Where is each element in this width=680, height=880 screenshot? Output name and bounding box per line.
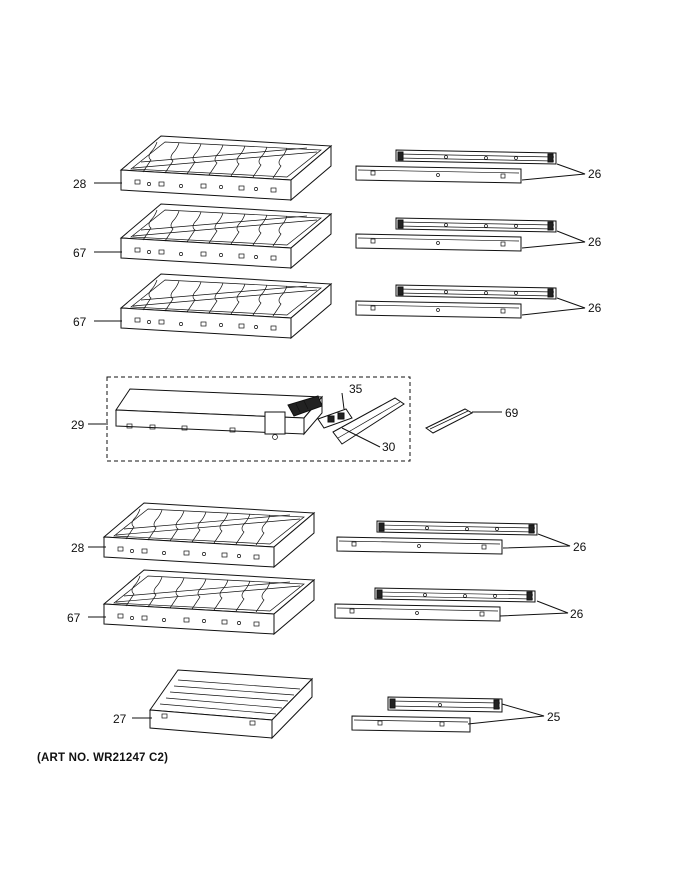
control-housing-29 [115, 388, 324, 440]
leader-26-e [499, 600, 569, 617]
assembly-29-box [106, 376, 411, 462]
callout-26-a: 26 [588, 167, 602, 181]
callout-67-a: 67 [73, 246, 87, 260]
slide-rail-26-b [355, 217, 557, 252]
slide-rail-26-a [355, 149, 557, 184]
leader-30 [341, 427, 381, 448]
leader-26-a [521, 163, 586, 181]
wine-shelf-67-c [103, 569, 315, 635]
leader-25 [467, 703, 545, 725]
callout-26-d: 26 [573, 540, 587, 554]
lens-strip-69 [425, 408, 474, 434]
wine-shelf-67-b [120, 273, 332, 339]
callout-69: 69 [505, 406, 519, 420]
callout-30: 30 [382, 440, 396, 454]
callout-27: 27 [113, 712, 127, 726]
leader-35 [341, 392, 345, 410]
art-number-caption: (ART NO. WR21247 C2) [37, 752, 169, 764]
slide-rail-26-d [336, 520, 538, 555]
leader-26-d [502, 533, 571, 549]
slide-rail-25 [351, 696, 503, 733]
callout-26-c: 26 [588, 301, 602, 315]
light-module-35 [317, 408, 353, 429]
callout-29: 29 [71, 418, 85, 432]
wine-shelf-28-bottom [103, 502, 315, 568]
wine-shelf-67-a [120, 203, 332, 269]
callout-28-bottom: 28 [71, 541, 85, 555]
callout-26-b: 26 [588, 235, 602, 249]
callout-28-top: 28 [73, 177, 87, 191]
bottom-drawer-27 [149, 669, 314, 740]
leader-26-b [521, 230, 586, 249]
callout-35: 35 [349, 382, 363, 396]
callout-67-b: 67 [73, 315, 87, 329]
callout-26-e: 26 [570, 607, 584, 621]
leader-26-c [521, 297, 586, 316]
callout-25: 25 [547, 710, 561, 724]
slide-rail-26-c [355, 284, 557, 319]
wine-shelf-28-top [120, 135, 332, 201]
callout-67-c: 67 [67, 611, 81, 625]
